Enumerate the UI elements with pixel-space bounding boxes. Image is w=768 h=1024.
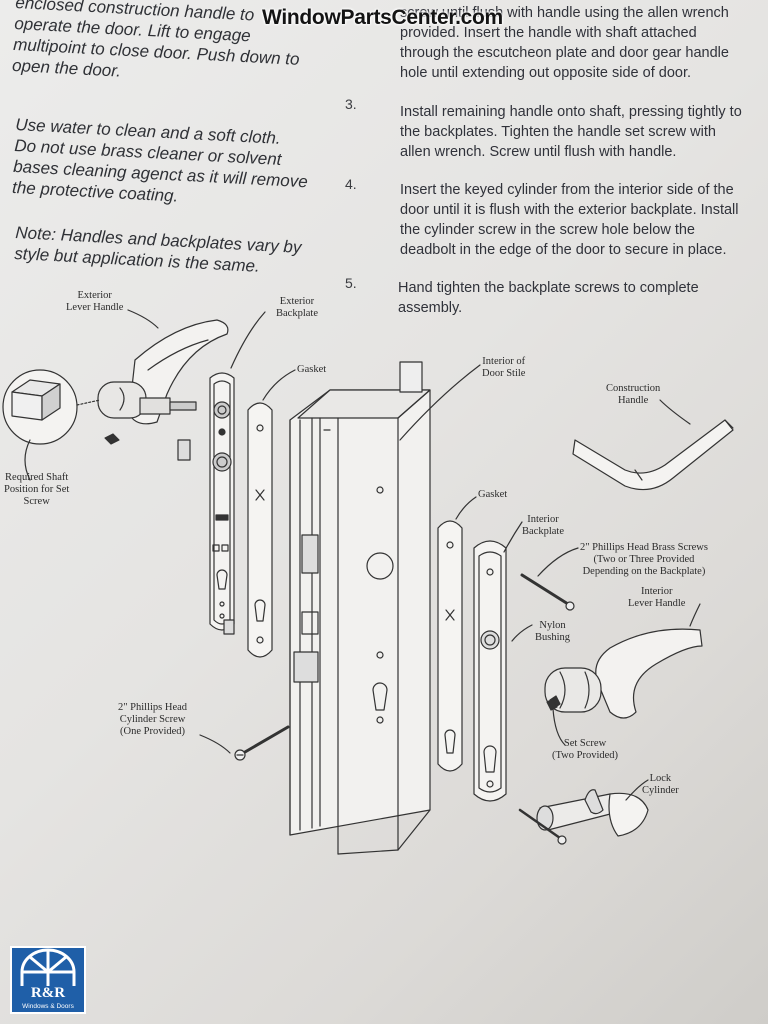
label-line: Set Screw <box>563 738 607 749</box>
label-line: (One Provided) <box>120 726 186 737</box>
label-line: Depending on the Backplate) <box>582 566 706 577</box>
interior-lever-handle <box>544 628 703 719</box>
text-line: deadbolt in the edge of the door to secu… <box>400 242 727 258</box>
label-line: Lever Handle <box>66 302 124 313</box>
label-lock-cylinder: Lock Cylinder <box>642 773 679 797</box>
label-line: Bushing <box>535 632 571 643</box>
cylinder-screw <box>234 725 290 761</box>
window-arch-icon <box>20 948 76 986</box>
set-screw <box>546 698 558 711</box>
lock-cylinder <box>518 789 649 845</box>
label-line: Lever Handle <box>628 598 686 609</box>
label-line: Backplate <box>522 526 564 537</box>
label-exterior-lever-handle: Exterior Lever Handle <box>66 290 123 314</box>
interior-backplate <box>473 540 507 802</box>
step-3-number: 3. <box>345 96 357 112</box>
text-line: Hand tighten the backplate screws to com… <box>398 280 699 296</box>
step-3-text: Install remaining handle onto shaft, pre… <box>400 102 768 162</box>
label-line: Cylinder <box>642 785 679 796</box>
text-line: Insert the keyed cylinder from the inter… <box>400 182 734 198</box>
exterior-lever-handle <box>97 319 229 461</box>
label-line: Door Stile <box>482 368 526 379</box>
brass-screw <box>520 573 575 611</box>
text-line: through the escutcheon plate and door ge… <box>400 45 729 61</box>
label-line: Interior <box>640 586 673 597</box>
label-required-shaft: Required Shaft Position for Set Screw <box>4 472 69 508</box>
text-line: Install remaining handle onto shaft, pre… <box>400 104 742 120</box>
step-4-number: 4. <box>345 176 357 192</box>
text-line: allen wrench. Screw until flush with han… <box>400 144 677 160</box>
label-line: Construction <box>606 383 661 394</box>
label-line: Interior <box>527 514 559 525</box>
step-4-text: Insert the keyed cylinder from the inter… <box>400 180 768 260</box>
label-line: Lock <box>649 773 672 784</box>
step-2-continued: screw until flush with handle using the … <box>400 3 768 83</box>
label-interior-door-stile: Interior of Door Stile <box>482 356 525 380</box>
label-line: (Two or Three Provided <box>593 554 695 565</box>
label-line: Screw <box>23 496 50 507</box>
exterior-backplate <box>209 372 235 635</box>
label-interior-lever-handle: Interior Lever Handle <box>628 586 685 610</box>
label-line: Position for Set <box>4 484 70 495</box>
gasket-left <box>247 402 273 658</box>
label-line: Handle <box>617 395 649 406</box>
label-set-screw: Set Screw (Two Provided) <box>552 738 618 762</box>
text-line: hole until extending out opposite side o… <box>400 65 692 81</box>
text-line: door until it is flush with the exterior… <box>400 202 739 218</box>
text-line: assembly. <box>398 300 463 316</box>
label-cylinder-screw: 2" Phillips Head Cylinder Screw (One Pro… <box>118 702 187 738</box>
step-5-number: 5. <box>345 275 357 291</box>
text-line: screw until flush with handle using the … <box>400 5 729 21</box>
step-5-text: Hand tighten the backplate screws to com… <box>398 278 766 318</box>
label-nylon-bushing: Nylon Bushing <box>535 620 570 644</box>
text-line: the backplates. Tighten the handle set s… <box>400 124 716 140</box>
label-gasket-right: Gasket <box>478 489 508 500</box>
label-line: Backplate <box>276 308 318 319</box>
label-line: 2" Phillips Head Brass Screws <box>580 542 708 553</box>
door-stile <box>289 361 431 855</box>
label-interior-backplate: Interior Backplate <box>522 514 564 538</box>
logo-subtitle: Windows & Doors <box>22 1003 74 1010</box>
label-exterior-backplate: Exterior Backplate <box>276 296 318 320</box>
label-line: Exterior <box>279 296 315 307</box>
label-brass-screws: 2" Phillips Head Brass Screws (Two or Th… <box>580 542 708 578</box>
construction-handle <box>572 419 734 491</box>
text-line: provided. Insert the handle with shaft a… <box>400 25 697 41</box>
label-line: Required Shaft <box>5 472 69 483</box>
label-line: 2" Phillips Head <box>118 702 188 713</box>
text-line: the cylinder screw in the screw hole bel… <box>400 222 695 238</box>
label-line: Exterior <box>77 290 112 301</box>
label-line: (Two Provided) <box>552 750 619 761</box>
gasket-right <box>437 520 463 772</box>
label-gasket-left: Gasket <box>297 364 327 375</box>
label-construction-handle: Construction Handle <box>606 383 660 407</box>
brand-logo: R&R Windows & Doors <box>10 946 86 1014</box>
label-line: Nylon <box>539 620 566 631</box>
label-line: Cylinder Screw <box>119 714 186 725</box>
label-line: Interior of <box>482 356 526 367</box>
site-watermark: WindowPartsCenter.com <box>262 6 503 29</box>
logo-title: R&R <box>30 985 66 1001</box>
shaft-detail-inset <box>2 369 101 445</box>
